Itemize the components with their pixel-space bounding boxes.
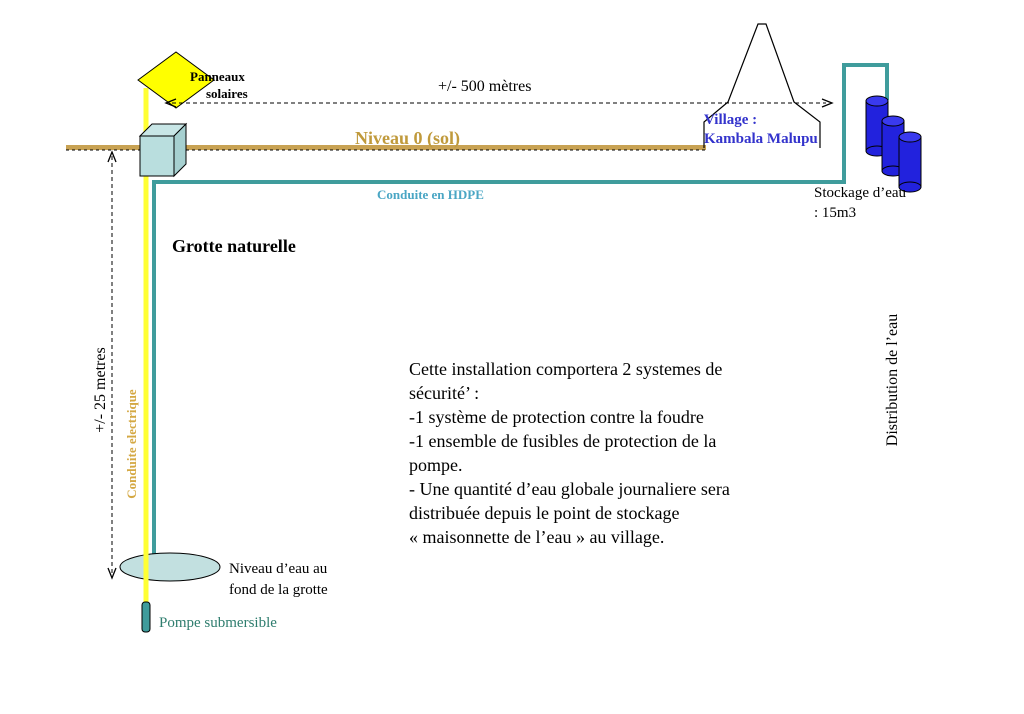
storage-label-line1: Stockage d’eau bbox=[814, 185, 907, 201]
cave-label: Grotte naturelle bbox=[172, 236, 296, 256]
electric-cable-label: Conduite electrique bbox=[124, 389, 139, 499]
note-line: pompe. bbox=[409, 455, 463, 475]
water-level-label-line2: fond de la grotte bbox=[229, 582, 328, 598]
distance-arrow-right-head bbox=[821, 98, 834, 108]
village-tower-icon bbox=[703, 23, 821, 148]
note-line: -1 système de protection contre la foudr… bbox=[409, 407, 704, 427]
village-label-line2: Kambala Malupu bbox=[704, 131, 818, 147]
hdpe-pipe bbox=[152, 63, 889, 565]
panels-label-line2: solaires bbox=[206, 86, 248, 101]
water-pool-icon bbox=[119, 552, 221, 582]
depth-label: +/- 25 metres bbox=[92, 347, 109, 433]
note-line: Cette installation comportera 2 systemes… bbox=[409, 359, 723, 379]
village-label-line1: Village : bbox=[704, 112, 758, 128]
solar-panel-icon bbox=[137, 51, 215, 109]
note-line: - Une quantité d’eau globale journaliere… bbox=[409, 479, 730, 499]
distance-label: +/- 500 mètres bbox=[438, 78, 532, 95]
note-line: « maisonnette de l’eau » au village. bbox=[409, 527, 665, 547]
distance-arrow-left-head bbox=[164, 98, 177, 108]
note-line: sécurité’ : bbox=[409, 383, 480, 403]
panels-label-line1: Panneaux bbox=[190, 69, 245, 84]
storage-tank-icon bbox=[865, 95, 922, 193]
ground-level-label: Niveau 0 (sol) bbox=[355, 128, 460, 148]
water-level-label-line1: Niveau d’eau au bbox=[229, 561, 328, 577]
pump-label: Pompe submersible bbox=[159, 615, 277, 631]
hdpe-pipe-label: Conduite en HDPE bbox=[377, 187, 484, 202]
control-box-icon bbox=[138, 122, 188, 178]
storage-label-line2: : 15m3 bbox=[814, 205, 857, 221]
ground-line bbox=[66, 145, 706, 150]
pump-icon bbox=[141, 601, 151, 633]
note-line: -1 ensemble de fusibles de protection de… bbox=[409, 431, 717, 451]
depth-arrow-top-head bbox=[107, 150, 117, 163]
safety-note: Cette installation comportera 2 systemes… bbox=[409, 357, 789, 549]
note-line: distribuée depuis le point de stockage bbox=[409, 503, 680, 523]
distribution-label: Distribution de l’eau bbox=[884, 313, 901, 447]
depth-arrow-bottom-head bbox=[107, 567, 117, 580]
